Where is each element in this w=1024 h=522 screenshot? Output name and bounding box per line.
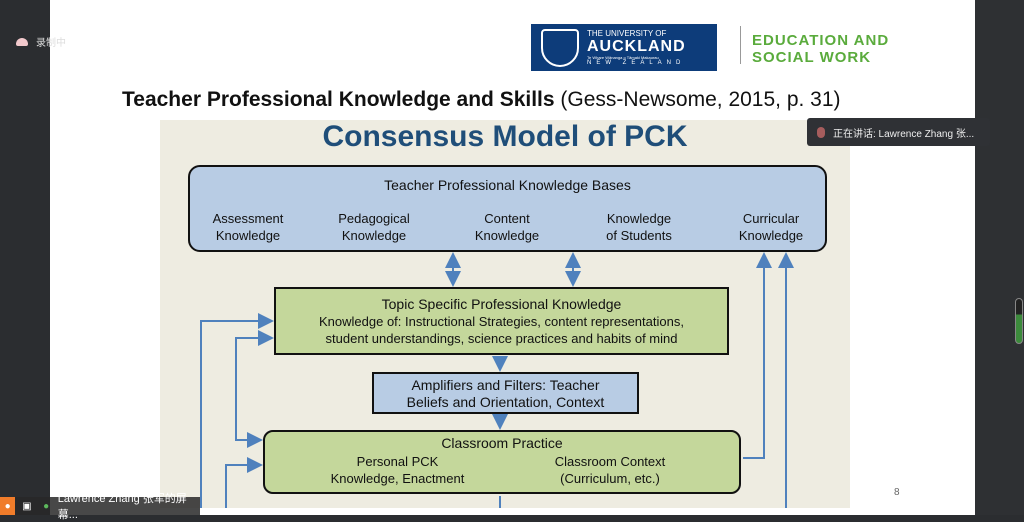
knowledge-bases-box: Teacher Professional Knowledge Bases Ass…: [188, 165, 827, 252]
diagram-title: Consensus Model of PCK: [322, 120, 688, 153]
kb-item: Knowledge of Students: [584, 210, 694, 244]
cp-right: Classroom Context (Curriculum, etc.): [535, 453, 685, 487]
logo-line1: THE UNIVERSITY OF: [587, 28, 667, 38]
sharer-name: Lawrence Zhang 张军的屏幕...: [57, 493, 187, 521]
kb-item-l1: Content: [484, 211, 530, 226]
kb-item-l1: Assessment: [212, 211, 284, 226]
cp-left2: Knowledge, Enactment: [330, 471, 465, 486]
page-number: 8: [894, 487, 900, 498]
amp-line1: Amplifiers and Filters: Teacher: [411, 377, 600, 393]
crest-icon: [541, 28, 579, 67]
kb-item-l1: Curricular: [742, 211, 800, 226]
tspk-line2: student understandings, science practice…: [325, 331, 678, 346]
cp-right1: Classroom Context: [554, 454, 666, 469]
arrow-outcomes-tspk: [200, 313, 274, 508]
participant-icon[interactable]: ●: [0, 497, 16, 515]
logo-line3: Te Whare Wānanga o Tāmaki Makaurau: [587, 54, 659, 60]
kb-item-l2: of Students: [606, 228, 672, 243]
tspk-heading: Topic Specific Professional Knowledge: [381, 296, 622, 312]
mic-icon: [817, 126, 825, 138]
arrow-tspk-cp: [235, 330, 274, 448]
microphone-icon[interactable]: ●: [43, 500, 50, 512]
faculty-line2: SOCIAL WORK: [752, 49, 872, 66]
cloud-icon: [16, 37, 28, 46]
tspk-line1: Knowledge of: Instructional Strategies, …: [319, 314, 684, 329]
kb-item-l1: Knowledge: [606, 211, 672, 226]
arrow-cp-kb: [743, 252, 772, 459]
slide-title: Teacher Professional Knowledge and Skill…: [122, 88, 841, 112]
kb-item-l2: Knowledge: [474, 228, 540, 243]
title-bold: Teacher Professional Knowledge and Skill…: [122, 88, 555, 111]
kb-item-l2: Knowledge: [215, 228, 281, 243]
kb-item-l2: Knowledge: [341, 228, 407, 243]
tspk-box: Topic Specific Professional Knowledge Kn…: [274, 287, 729, 355]
cp-right2: (Curriculum, etc.): [560, 471, 660, 486]
kb-item-l1: Pedagogical: [338, 211, 410, 226]
logo-line4: NEW ZEALAND: [587, 59, 686, 66]
volume-meter: [1015, 298, 1023, 344]
amplifiers-box: Amplifiers and Filters: Teacher Beliefs …: [372, 372, 639, 414]
kb-heading: Teacher Professional Knowledge Bases: [384, 177, 631, 193]
cp-left1: Personal PCK: [356, 454, 439, 469]
cp-heading: Classroom Practice: [441, 435, 563, 451]
left-panel: [0, 0, 50, 515]
amp-line2: Beliefs and Orientation, Context: [406, 394, 605, 410]
screen-share-icon[interactable]: ▣: [22, 500, 32, 512]
university-logo: THE UNIVERSITY OF AUCKLAND Te Whare Wāna…: [531, 24, 717, 71]
pck-diagram: Consensus Model of PCK Teacher Professio…: [160, 120, 850, 508]
logo-line2: AUCKLAND: [587, 37, 686, 55]
speaking-indicator[interactable]: 正在讲话: Lawrence Zhang 张...: [807, 118, 990, 146]
recording-indicator[interactable]: 录制中: [16, 34, 66, 49]
cp-left: Personal PCK Knowledge, Enactment: [315, 453, 480, 487]
kb-item-l2: Knowledge: [738, 228, 804, 243]
screen-share-bar: ● ▣ ● Lawrence Zhang 张军的屏幕...: [0, 493, 200, 521]
speaking-text: 正在讲话: Lawrence Zhang 张...: [833, 128, 975, 140]
recording-label: 录制中: [36, 38, 66, 49]
classroom-practice-box: Classroom Practice Personal PCK Knowledge…: [263, 430, 741, 494]
arrow-outcomes-cp: [225, 457, 263, 508]
logo-divider: [740, 26, 741, 64]
faculty-line1: EDUCATION AND: [752, 32, 890, 49]
right-panel: [975, 0, 1024, 515]
title-citation: (Gess-Newsome, 2015, p. 31): [560, 88, 841, 111]
